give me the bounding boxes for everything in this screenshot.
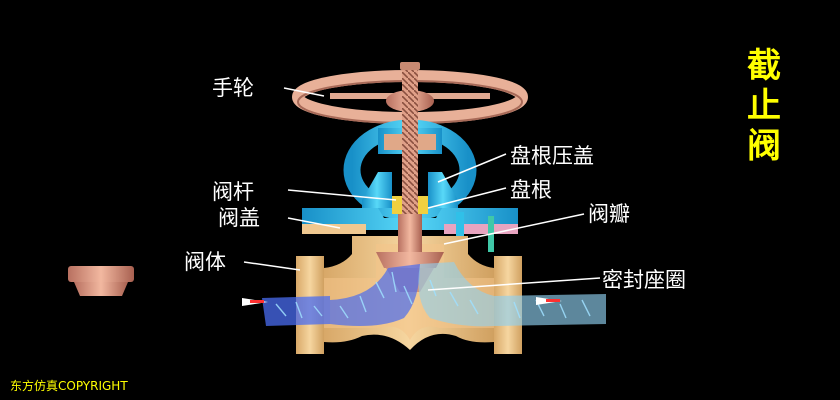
- label-disc: 阀瓣: [588, 202, 630, 226]
- label-bonnet: 阀盖: [218, 206, 260, 230]
- flow-particles: [242, 262, 606, 327]
- title-char-1: 截: [747, 46, 781, 86]
- diagram-title: 截 止 阀: [736, 46, 792, 166]
- label-seat-ring: 密封座圈: [602, 268, 686, 292]
- title-char-3: 阀: [747, 126, 781, 166]
- copyright-text: 东方仿真COPYRIGHT: [10, 379, 128, 393]
- leader-lines: [243, 87, 601, 291]
- title-char-2: 止: [747, 86, 781, 126]
- loose-disc-part: [68, 266, 134, 296]
- label-body: 阀体: [184, 250, 226, 274]
- label-handwheel: 手轮: [212, 76, 254, 100]
- stem: [400, 62, 420, 214]
- label-gland: 盘根压盖: [510, 144, 594, 168]
- label-packing: 盘根: [510, 178, 552, 202]
- label-stem: 阀杆: [212, 180, 254, 204]
